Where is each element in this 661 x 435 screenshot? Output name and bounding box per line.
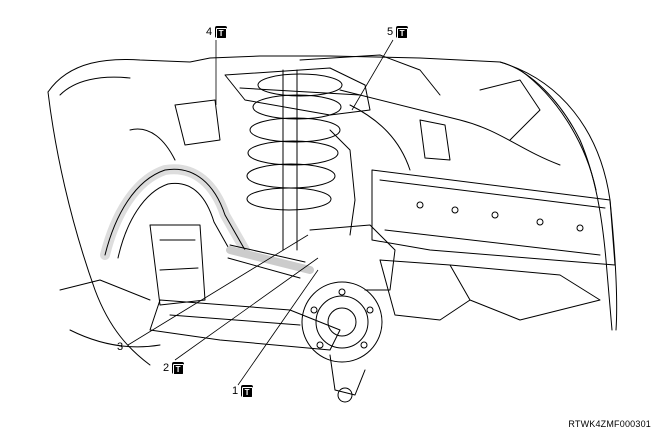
torque-icon: T [396, 26, 409, 39]
callout-4: 4 T [206, 26, 228, 39]
leader-lines [127, 39, 394, 386]
frame-rail [371, 169, 616, 266]
callout-number: 4 [206, 26, 213, 38]
wiring-harness [339, 89, 561, 166]
differential [379, 259, 471, 321]
callout-5: 5 T [387, 26, 409, 39]
torque-icon: T [241, 385, 254, 398]
callout-number: 3 [117, 341, 124, 353]
shock-absorber [282, 69, 298, 251]
upper-control-arm [224, 67, 371, 116]
callout-3: 3 [117, 341, 123, 353]
callout-number: 5 [387, 26, 394, 38]
callout-1: 1 T [232, 385, 254, 398]
callout-number: 2 [163, 362, 170, 374]
callout-2: 2 T [163, 362, 185, 375]
figure-code: RTWK4ZMF000301 [568, 419, 651, 429]
torque-icon: T [172, 362, 185, 375]
callout-number: 1 [232, 385, 239, 397]
lower-control-arm [149, 299, 341, 351]
torque-icon: T [215, 26, 228, 39]
drive-shaft [226, 246, 314, 274]
left-bracket [149, 224, 206, 306]
wheel-hub [301, 281, 383, 363]
coil-spring [246, 73, 343, 211]
